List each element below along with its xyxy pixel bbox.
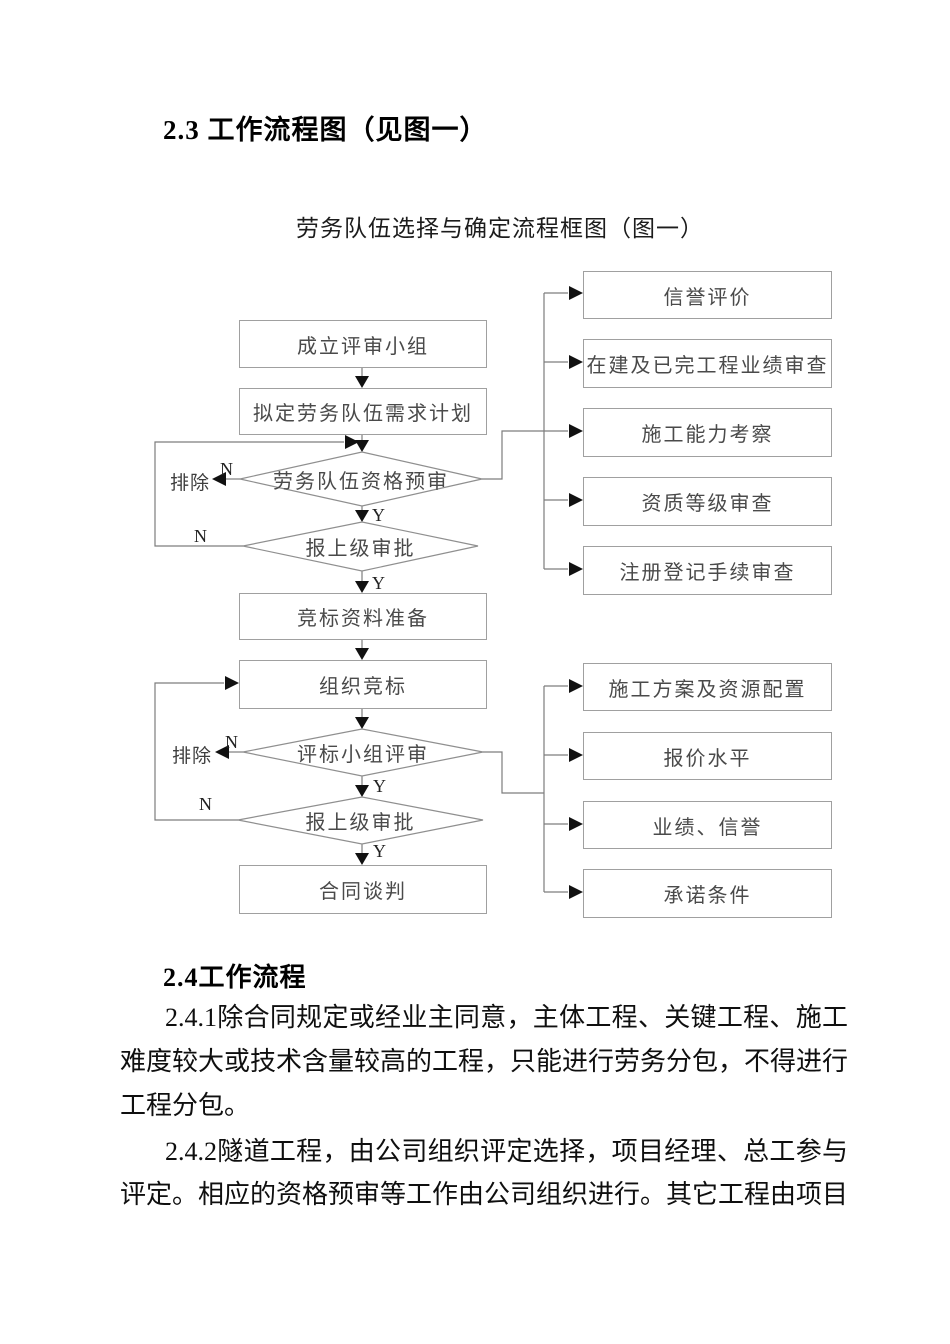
- para-2-4-2-line-1: 2.4.2隧道工程，由公司组织评定选择，项目经理、总工参与: [165, 1137, 848, 1166]
- flow-node-qualification-grade-review: 资质等级审查: [583, 477, 832, 526]
- diamond-superior-approval-1: [242, 521, 479, 572]
- flow-node-establish-review-team: 成立评审小组: [239, 320, 487, 368]
- flowchart-diamonds: [237, 451, 484, 845]
- flowchart-arrowheads: [212, 286, 583, 899]
- label-exclude-1: 排除: [170, 473, 211, 494]
- flow-node-capability-inspection: 施工能力考察: [583, 408, 832, 457]
- section-2-4-heading: 2.4工作流程: [163, 963, 307, 992]
- label-yes-2: Y: [372, 573, 385, 593]
- diamond-prequalification: [239, 451, 483, 507]
- para-2-4-1-line-2: 难度较大或技术含量较高的工程，只能进行劳务分包，不得进行: [120, 1047, 848, 1076]
- diamond-superior-approval-2: [237, 796, 484, 845]
- flow-node-performance-review: 在建及已完工程业绩审查: [583, 339, 832, 388]
- label-no-approval-2: N: [199, 794, 212, 814]
- flow-node-organize-bidding: 组织竞标: [239, 660, 487, 709]
- flow-node-evaluation-review: 评标小组评审: [297, 744, 429, 766]
- para-2-4-2-line-2: 评定。相应的资格预审等工作由公司组织进行。其它工程由项目: [120, 1180, 848, 1209]
- flow-node-commitment-conditions: 承诺条件: [583, 869, 832, 918]
- flow-node-performance-reputation: 业绩、信誉: [583, 801, 832, 849]
- label-no-approval-1: N: [194, 526, 207, 546]
- diamond-evaluation-review: [242, 728, 484, 777]
- flow-node-construction-plan-resources: 施工方案及资源配置: [583, 663, 832, 711]
- flow-node-reputation-evaluation: 信誉评价: [583, 271, 832, 319]
- label-no-prequalification: N: [220, 459, 233, 479]
- label-yes-3: Y: [373, 776, 386, 796]
- flow-node-quotation-level: 报价水平: [583, 732, 832, 780]
- flow-node-superior-approval-2: 报上级审批: [305, 812, 416, 834]
- flow-node-superior-approval-1: 报上级审批: [305, 538, 416, 560]
- label-yes-4: Y: [373, 841, 386, 861]
- label-no-evaluation: N: [225, 732, 238, 752]
- flow-node-prequalification: 劳务队伍资格预审: [273, 470, 449, 493]
- para-2-4-1-line-1: 2.4.1除合同规定或经业主同意，主体工程、关键工程、施工: [165, 1003, 848, 1032]
- flow-node-bid-material-preparation: 竞标资料准备: [239, 593, 487, 640]
- label-exclude-2: 排除: [172, 746, 213, 767]
- flowchart-title: 劳务队伍选择与确定流程框图（图一）: [296, 216, 704, 241]
- flow-node-registration-review: 注册登记手续审查: [583, 546, 832, 595]
- flow-node-labor-demand-plan: 拟定劳务队伍需求计划: [239, 388, 487, 435]
- para-2-4-1-line-3: 工程分包。: [120, 1091, 251, 1120]
- label-yes-1: Y: [372, 505, 385, 525]
- flow-node-contract-negotiation: 合同谈判: [239, 865, 487, 914]
- section-2-3-heading: 2.3 工作流程图（见图一）: [163, 115, 488, 145]
